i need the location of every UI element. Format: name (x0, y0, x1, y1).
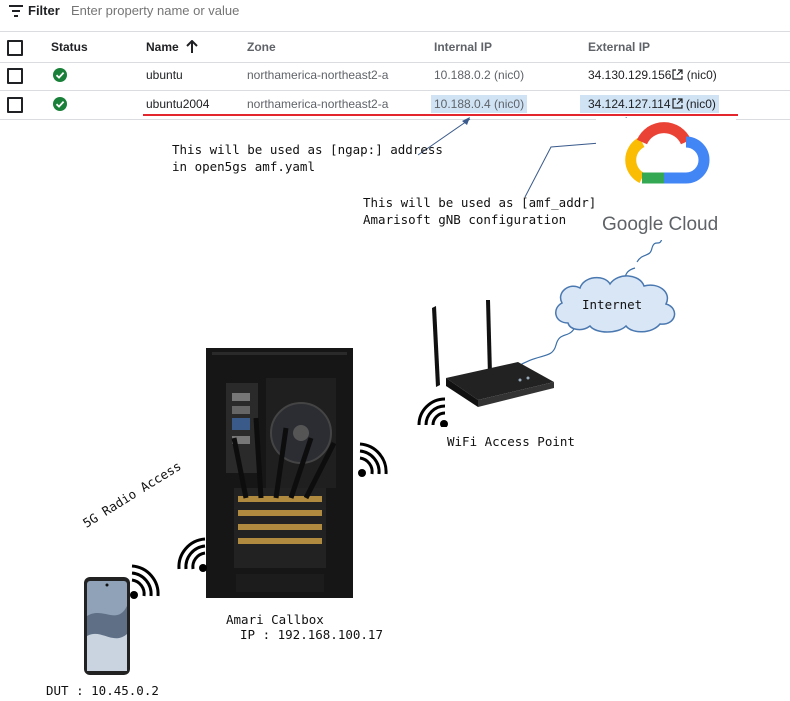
phone-icon (83, 576, 131, 676)
google-cloud-label: Google Cloud (602, 214, 718, 236)
google-cloud-logo: Google Cloud (596, 118, 736, 240)
google-cloud-icon (616, 122, 712, 194)
annotation-line: Amarisoft gNB configuration (363, 211, 619, 228)
internet-label: Internet (582, 297, 642, 312)
dut-label: DUT : 10.45.0.2 (46, 683, 159, 698)
callbox-name-label: Amari Callbox (226, 612, 324, 627)
callbox-icon (206, 348, 353, 598)
callbox-signal-icon (356, 440, 390, 480)
annotation-line: This will be used as [ngap:] address (172, 141, 443, 158)
amf-annotation: This will be used as [amf_addr] in Amari… (363, 194, 619, 228)
ngap-annotation: This will be used as [ngap:] address in … (172, 141, 443, 175)
phone-signal-icon (128, 562, 162, 602)
wifi-ap-label: WiFi Access Point (447, 434, 575, 449)
callbox-ip-label: IP : 192.168.100.17 (240, 627, 383, 642)
wifi-signal-icon (415, 395, 451, 427)
annotation-line: This will be used as [amf_addr] in (363, 194, 619, 211)
callbox-radio-signal-icon (175, 535, 209, 575)
annotation-line: in open5gs amf.yaml (172, 158, 443, 175)
